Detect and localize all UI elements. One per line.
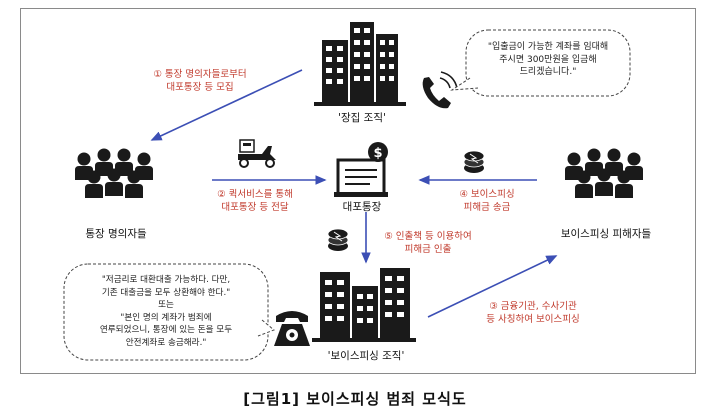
step5-line2: 피해금 인출 [404, 244, 452, 255]
step4-line1: ④ 보이스피싱 [459, 189, 515, 200]
speech-bubble-bottom-text: "저금리로 대환대출 가능하다. 다만, 기존 대출금을 모두 상환해야 한다.… [68, 274, 264, 349]
step5-line1: ⑤ 인출책 등 이용하여 [384, 231, 472, 242]
bubble-bottom-line5: 연루되었으니, 통장에 있는 돈을 모두 [99, 325, 233, 335]
victims-label: 보이스피싱 피해자들 [560, 228, 652, 240]
diagram-frame [20, 8, 696, 374]
step3-line2: 등 사칭하여 보이스피싱 [486, 314, 580, 325]
victims-crowd-icon [565, 148, 643, 198]
bubble-bottom-line1: "저금리로 대환대출 가능하다. 다만, [101, 275, 231, 285]
step4-line2: 피해금 송금 [463, 202, 511, 213]
step3-label: ③ 금융기관, 수사기관 등 사칭하여 보이스피싱 [470, 300, 596, 326]
arrows [150, 69, 558, 318]
step1-line1: ① 통장 명의자들로부터 [153, 69, 247, 80]
desk-telephone-icon [274, 311, 310, 346]
figure-caption: [그림1] 보이스피싱 범죄 모식도 [243, 390, 467, 408]
phishing-org-building-icon [312, 268, 416, 342]
proxy-account-label: 대포통장 [342, 201, 382, 213]
step2-line2: 대포통장 등 전달 [221, 202, 289, 213]
svg-text:$: $ [373, 146, 382, 161]
phone-ringing-icon [422, 71, 458, 109]
speech-bubble-top-text: "입출금이 가능한 계좌를 임대해 주시면 300만원을 입금해 드리겠습니다.… [470, 41, 626, 79]
bubble-top-line1: "입출금이 가능한 계좌를 임대해 [487, 42, 609, 52]
arrow-step3 [427, 255, 558, 318]
bankbook-icon: $ [334, 142, 388, 197]
bubble-bottom-line4: "본인 명의 계좌가 범죄에 [120, 312, 212, 323]
delivery-scooter-icon [238, 139, 276, 168]
speech-bubble-bottom [63, 263, 275, 361]
bubble-top-line2: 주시면 300만원을 입금해 [499, 54, 597, 65]
bubble-bottom-line2: 기존 대출금을 모두 상환해야 한다." [101, 287, 231, 298]
step2-label: ② 퀵서비스를 통해 대포통장 등 전달 [200, 188, 310, 214]
step4-label: ④ 보이스피싱 피해금 송금 [442, 188, 532, 214]
bubble-bottom-line6: 안전계좌로 송금해라." [125, 337, 207, 348]
account-holders-crowd-icon [75, 148, 153, 198]
step1-line2: 대포통장 등 모집 [166, 82, 234, 93]
coin-stack-icon-right [463, 150, 485, 173]
phishing-org-label: '보이스피싱 조직' [327, 350, 405, 362]
recruit-org-building-icon [314, 22, 406, 106]
account-holders-label: 통장 명의자들 [85, 228, 147, 240]
bubble-bottom-line3: 또는 [158, 300, 174, 310]
speech-bubble-top [450, 29, 631, 97]
bubble-top-line3: 드리겠습니다." [519, 67, 577, 77]
arrow-step1 [150, 69, 303, 141]
coin-stack-icon-center [327, 228, 349, 251]
step5-label: ⑤ 인출책 등 이용하여 피해금 인출 [368, 230, 488, 256]
step2-line1: ② 퀵서비스를 통해 [217, 189, 293, 200]
step3-line1: ③ 금융기관, 수사기관 [489, 301, 577, 312]
recruit-org-label: '장집 조직' [338, 112, 386, 124]
step1-label: ① 통장 명의자들로부터 대포통장 등 모집 [130, 68, 270, 94]
